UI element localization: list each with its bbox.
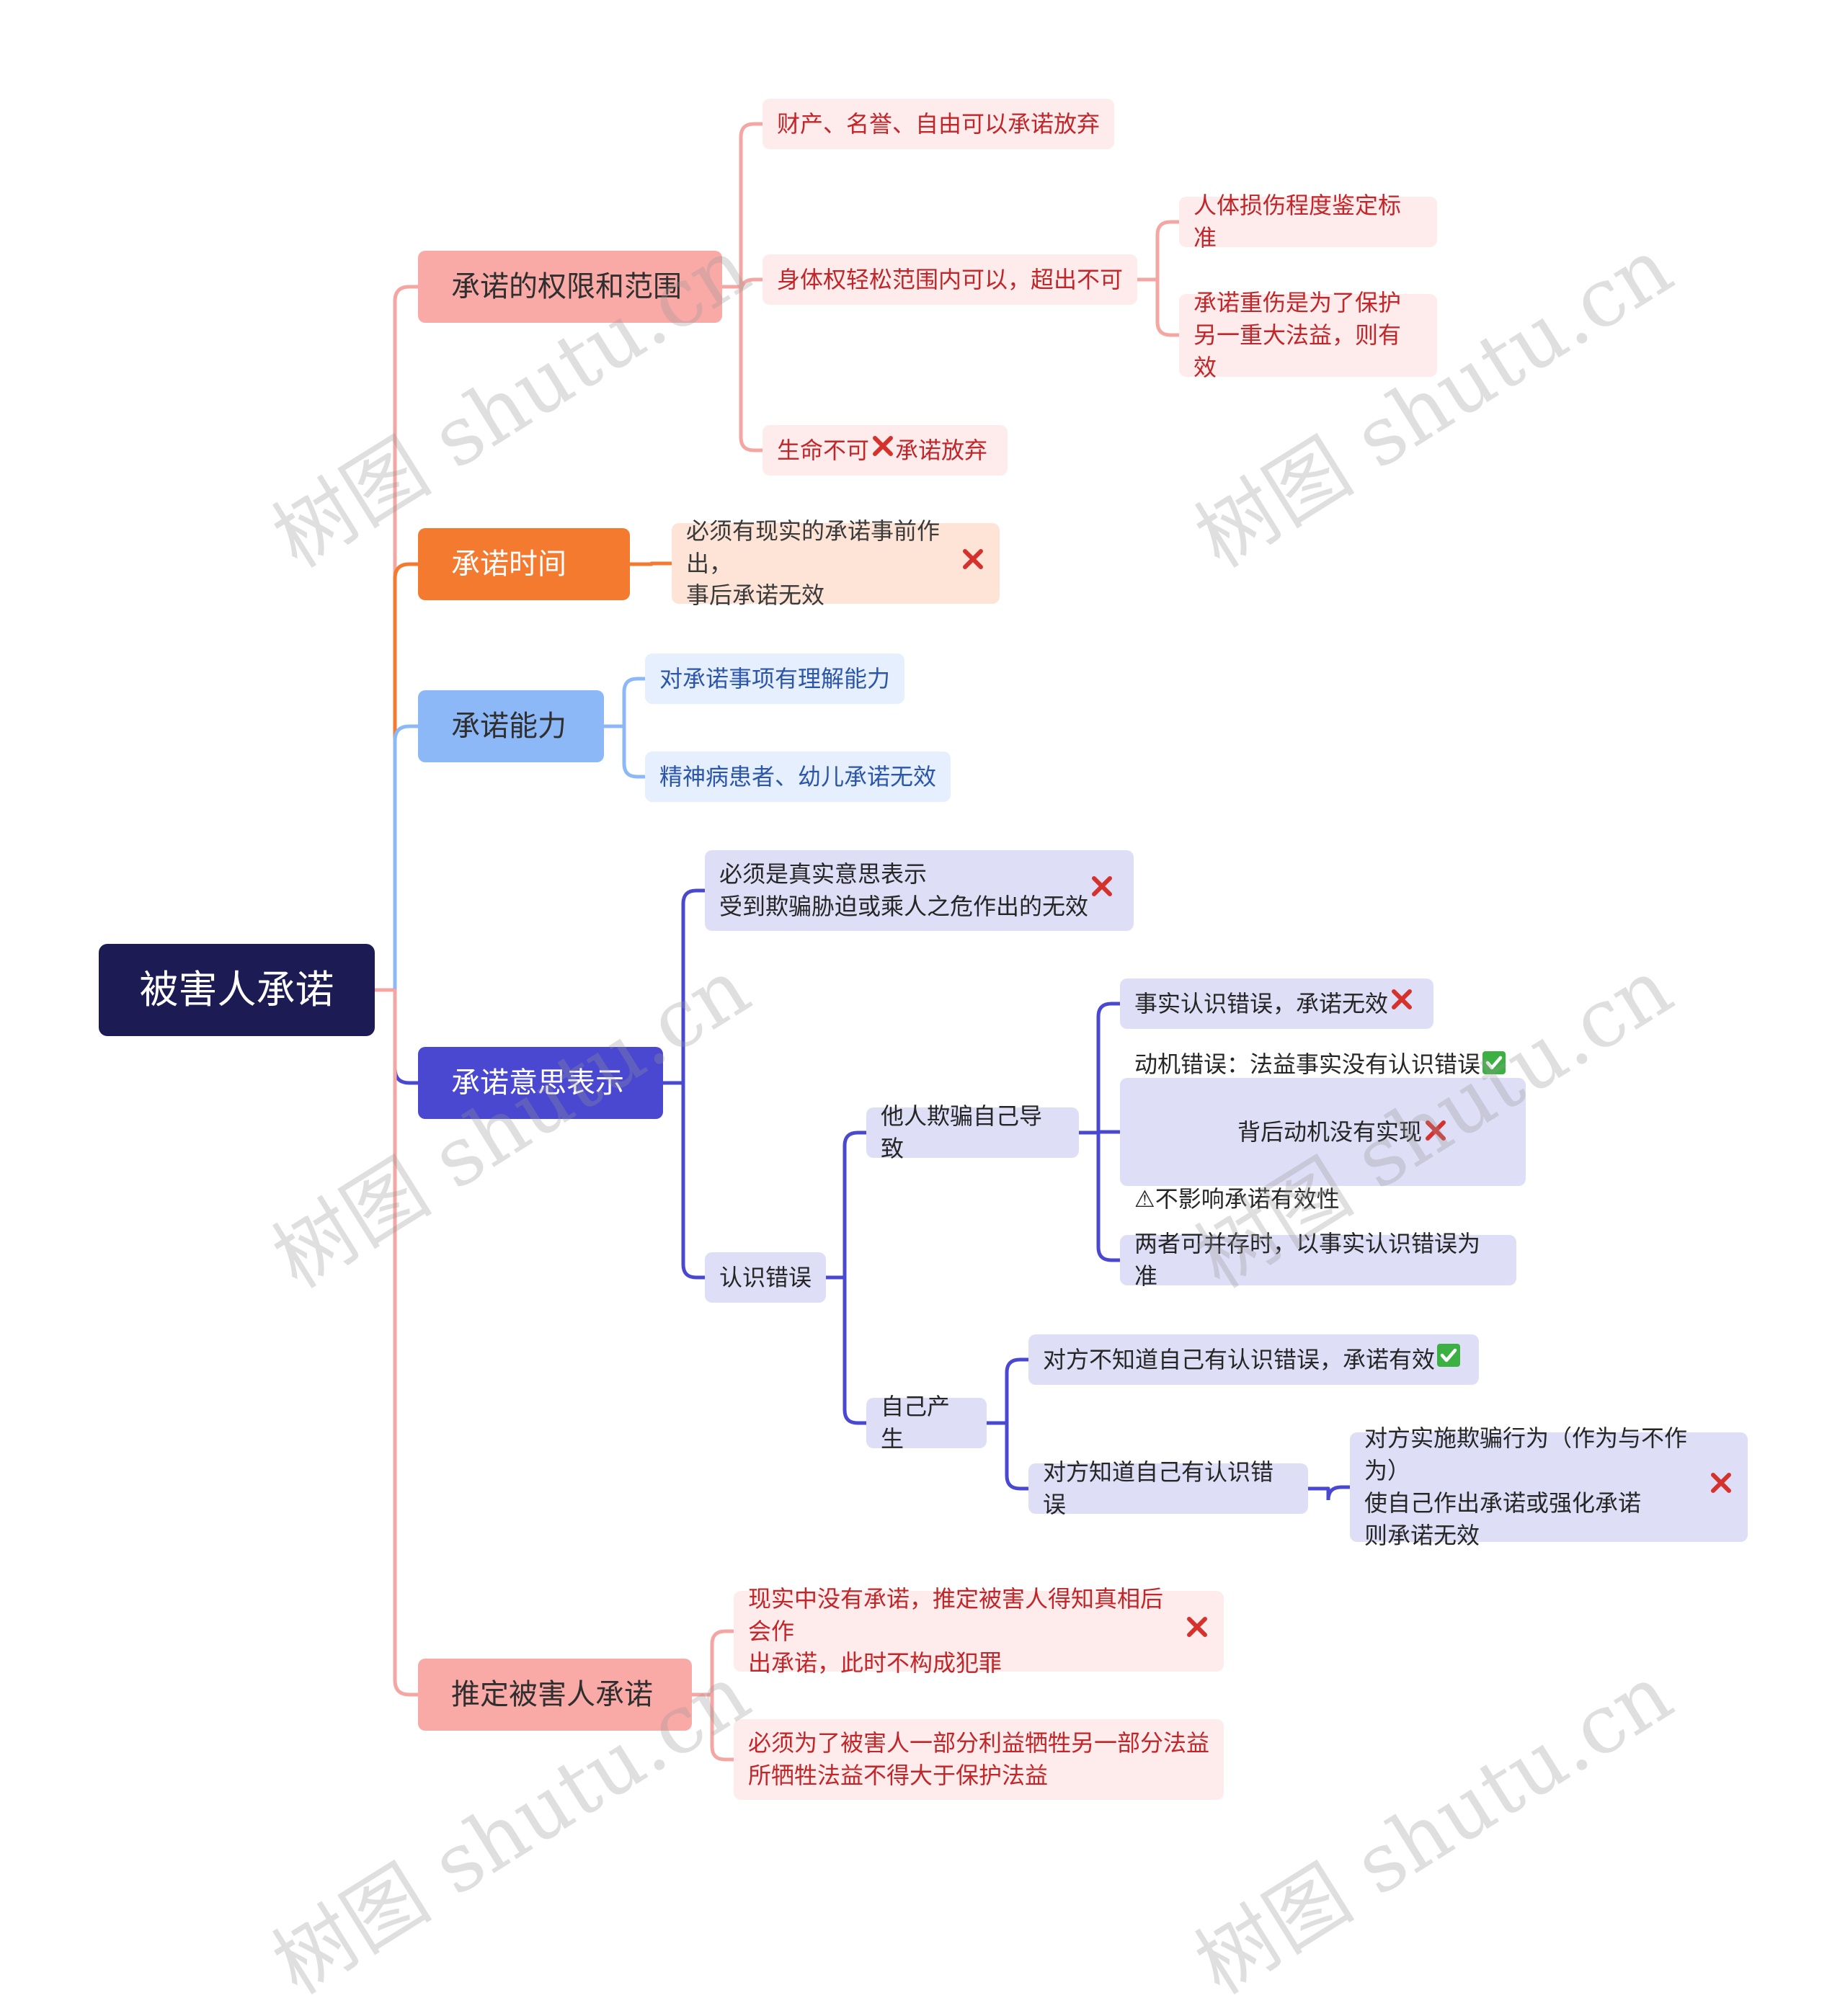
node-incapable[interactable]: 精神病患者、幼儿承诺无效: [645, 751, 951, 802]
node-label: 承诺重伤是为了保护 另一重大法益，则有效: [1193, 289, 1402, 381]
cross-mark-icon: [1390, 987, 1414, 1020]
cognitive-edge: [843, 1275, 873, 1425]
presumed-edge: [710, 1629, 740, 1697]
cognitive-edge: [843, 1130, 873, 1280]
node-self-generated[interactable]: 自己产生: [866, 1393, 987, 1453]
node-label-tail: 承诺放弃: [895, 436, 988, 464]
node-label: 生命不可: [777, 436, 870, 464]
node-body-right[interactable]: 身体权轻松范围内可以，超出不可: [763, 254, 1137, 305]
node-label: 必须有现实的承诺事前作出， 事后承诺无效: [686, 517, 941, 610]
node-no-actual-consent[interactable]: 现实中没有承诺，推定被害人得知真相后会作 出承诺，此时不构成犯罪: [734, 1585, 1224, 1677]
node-label: 必须为了被害人一部分利益牺牲另一部分法益 所牺牲法益不得大于保护法益: [748, 1729, 1210, 1789]
node-deception-invalid[interactable]: 对方实施欺骗行为（作为与不作为） 使自己作出承诺或强化承诺 则承诺无效: [1350, 1424, 1748, 1549]
node-label: 认识错误: [719, 1263, 812, 1291]
branch-intent-label: 承诺意思表示: [451, 1066, 624, 1100]
branch-scope-label: 承诺的权限和范围: [451, 270, 682, 303]
node-prior-consent[interactable]: 必须有现实的承诺事前作出， 事后承诺无效: [672, 517, 1000, 609]
root-edge: [393, 285, 420, 992]
capacity-edge: [622, 724, 652, 779]
node-motive-text: 动机错误：法益事实没有认识错误 背后动机没有实现 ⚠不影响承诺有效性: [1134, 1016, 1506, 1248]
node-line3: ⚠不影响承诺有效性: [1134, 1185, 1340, 1213]
deceived-edge: [1096, 1002, 1126, 1135]
branch-presumed-label: 推定被害人承诺: [451, 1678, 653, 1711]
cross-mark-icon: [871, 434, 895, 467]
node-label: 自己产生: [881, 1393, 951, 1453]
root-topic[interactable]: 被害人承诺: [99, 944, 375, 1036]
node-property-waivable[interactable]: 财产、名誉、自由可以承诺放弃: [763, 99, 1114, 149]
self-edge: [1005, 1421, 1035, 1491]
branch-capacity-label: 承诺能力: [451, 710, 566, 743]
node-label: 对方不知道自己有认识错误，承诺有效: [1043, 1345, 1436, 1373]
aware-edge: [1326, 1485, 1356, 1501]
presumed-edge: [710, 1692, 740, 1762]
self-edge: [1005, 1357, 1035, 1425]
node-label: 必须是真实意思表示 受到欺骗胁迫或乘人之危作出的无效: [719, 860, 1089, 920]
node-unaware-valid[interactable]: 对方不知道自己有认识错误，承诺有效: [1028, 1334, 1479, 1385]
capacity-edge: [622, 677, 652, 728]
node-line2: 背后动机没有实现: [1237, 1118, 1423, 1146]
cross-mark-icon: [1185, 1615, 1209, 1648]
node-coexist[interactable]: 两者可并存时，以事实认识错误为准: [1120, 1230, 1516, 1290]
body-edge: [1155, 220, 1186, 282]
node-motive-error[interactable]: 动机错误：法益事实没有认识错误 背后动机没有实现 ⚠不影响承诺有效性: [1120, 1051, 1526, 1213]
node-label: 对承诺事项有理解能力: [659, 664, 891, 692]
check-mark-icon: [1482, 1051, 1506, 1084]
node-fact-error[interactable]: 事实认识错误，承诺无效: [1120, 978, 1433, 1029]
node-true-intent[interactable]: 必须是真实意思表示 受到欺骗胁迫或乘人之危作出的无效: [705, 850, 1134, 931]
intent-edge: [681, 888, 711, 1085]
connector-lines: [373, 122, 1356, 1762]
node-label: 精神病患者、幼儿承诺无效: [659, 762, 937, 790]
node-cognitive-error[interactable]: 认识错误: [705, 1252, 826, 1303]
node-injury-standard[interactable]: 人体损伤程度鉴定标准: [1179, 192, 1437, 251]
scope-edge: [739, 285, 769, 452]
branch-presumed[interactable]: 推定被害人承诺: [418, 1659, 692, 1731]
cross-mark-icon: [1709, 1471, 1733, 1504]
node-label: 他人欺骗自己导致: [881, 1102, 1043, 1162]
node-label: 财产、名誉、自由可以承诺放弃: [777, 110, 1101, 138]
node-understanding[interactable]: 对承诺事项有理解能力: [645, 654, 904, 704]
check-mark-icon: [1436, 1343, 1461, 1376]
root-edge: [393, 724, 420, 992]
node-serious-injury[interactable]: 承诺重伤是为了保护 另一重大法益，则有效: [1179, 289, 1437, 381]
node-line1: 动机错误：法益事实没有认识错误: [1134, 1051, 1481, 1079]
branch-capacity[interactable]: 承诺能力: [418, 690, 604, 762]
root-topic-label: 被害人承诺: [139, 967, 334, 1013]
root-edge: [393, 562, 420, 992]
branch-intent[interactable]: 承诺意思表示: [418, 1047, 663, 1119]
cross-mark-icon: [1090, 874, 1114, 907]
node-label: 两者可并存时，以事实认识错误为准: [1134, 1230, 1481, 1290]
node-sacrifice-rule[interactable]: 必须为了被害人一部分利益牺牲另一部分法益 所牺牲法益不得大于保护法益: [734, 1719, 1224, 1800]
cross-mark-icon: [1423, 1118, 1448, 1151]
scope-edge: [739, 122, 769, 289]
node-label: 现实中没有承诺，推定被害人得知真相后会作 出承诺，此时不构成犯罪: [748, 1584, 1164, 1677]
node-life-not-waivable[interactable]: 生命不可承诺放弃: [763, 425, 1008, 476]
body-edge: [1155, 277, 1186, 337]
cross-mark-icon: [961, 547, 985, 580]
node-label: 身体权轻松范围内可以，超出不可: [777, 265, 1124, 293]
node-label: 事实认识错误，承诺无效: [1134, 989, 1389, 1017]
node-aware[interactable]: 对方知道自己有认识错误: [1028, 1458, 1308, 1518]
root-edge: [393, 988, 420, 1085]
branch-time[interactable]: 承诺时间: [418, 528, 630, 600]
node-label: 对方知道自己有认识错误: [1043, 1458, 1274, 1518]
branch-scope[interactable]: 承诺的权限和范围: [418, 251, 722, 323]
node-label: 人体损伤程度鉴定标准: [1193, 192, 1402, 251]
node-label: 对方实施欺骗行为（作为与不作为） 使自己作出承诺或强化承诺 则承诺无效: [1364, 1424, 1688, 1549]
deceived-edge: [1096, 1130, 1126, 1262]
intent-edge: [681, 1081, 711, 1280]
root-edge: [393, 988, 420, 1697]
node-deceived-by-others[interactable]: 他人欺骗自己导致: [866, 1102, 1079, 1162]
branch-time-label: 承诺时间: [451, 548, 566, 581]
